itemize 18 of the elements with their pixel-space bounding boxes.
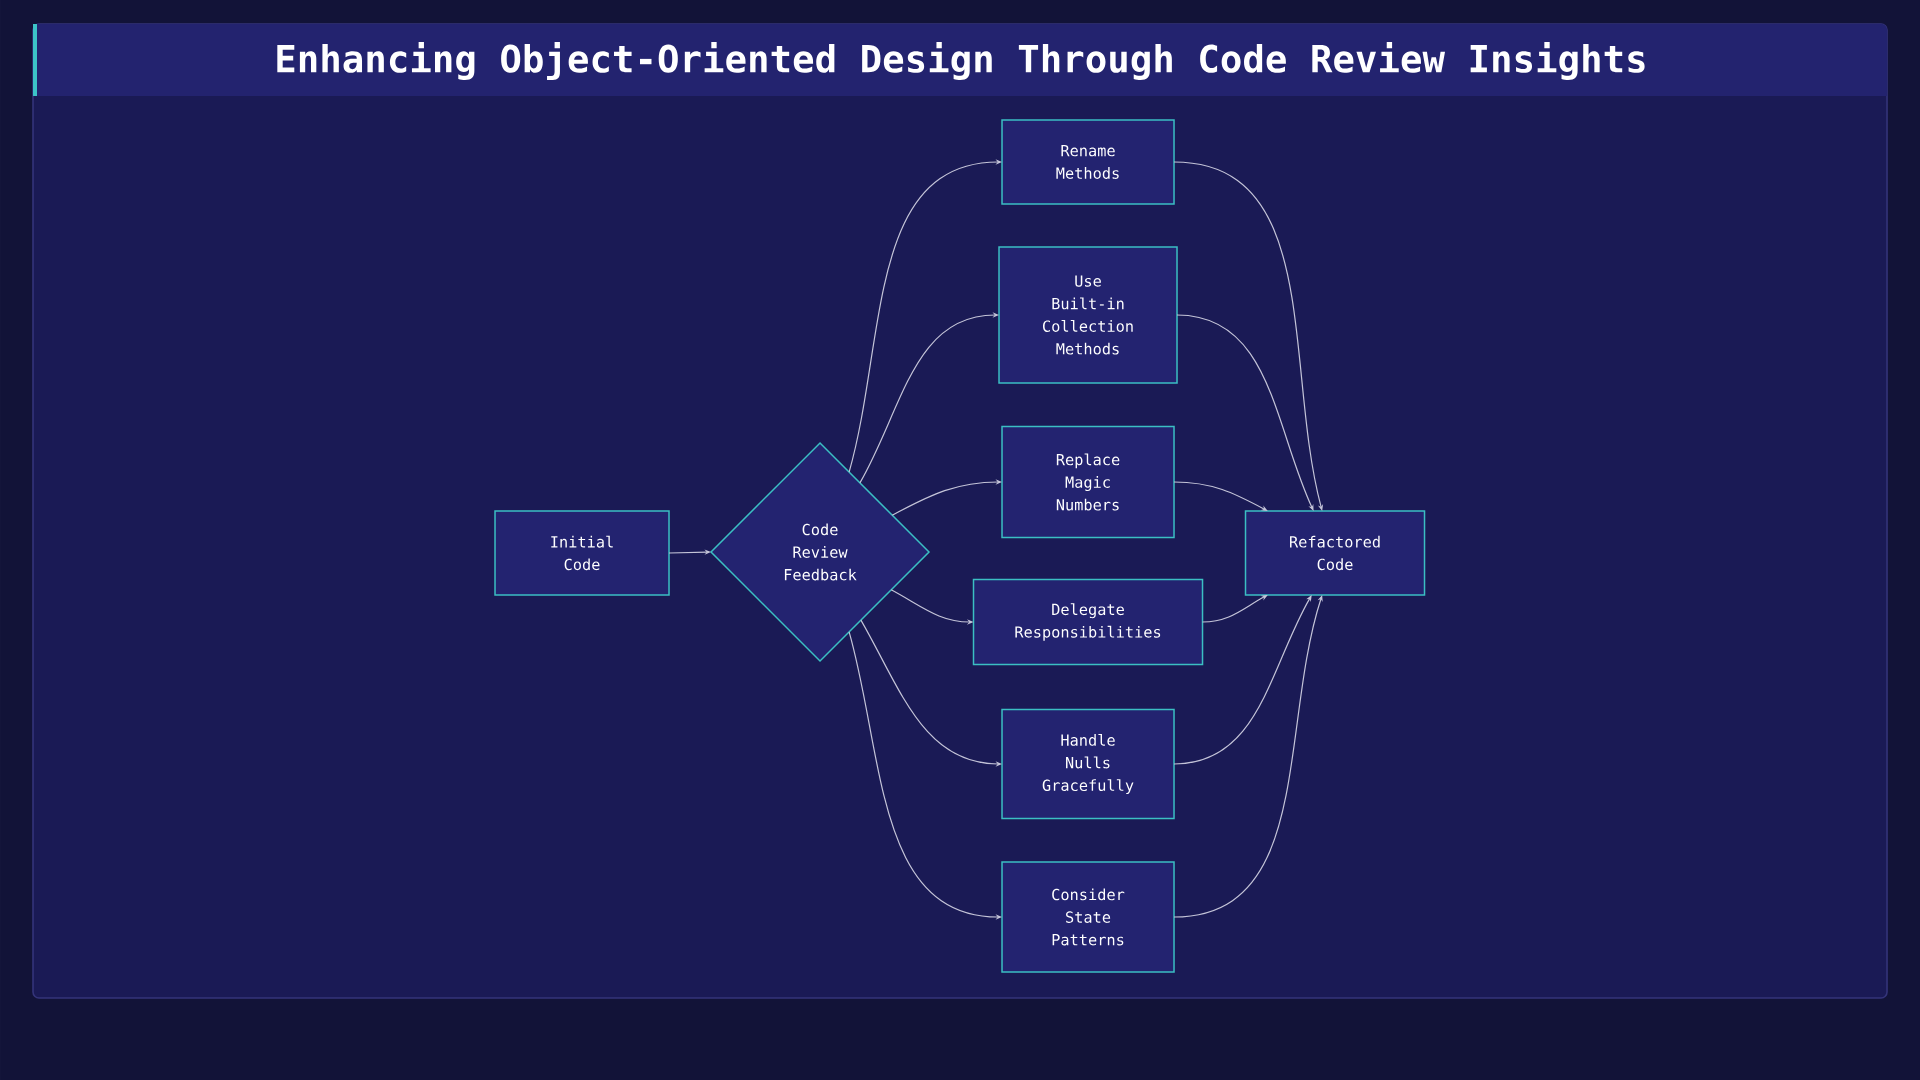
arrow: [1173, 595, 1323, 918]
process-box: Use Built-in Collection Methods: [998, 246, 1178, 384]
process-box: Rename Methods: [1001, 119, 1175, 205]
process-box: Replace Magic Numbers: [1001, 425, 1175, 539]
arrow: [1173, 595, 1312, 765]
title: Enhancing Object-Oriented Design Through Code Review Insights: [277, 41, 1645, 81]
process-box: Initial Code: [494, 510, 670, 596]
arrow: [891, 479, 1002, 516]
arrow: [1201, 595, 1268, 623]
process-box: Refactored Code: [1244, 510, 1426, 596]
arrow: [1173, 161, 1324, 511]
arrow: [848, 159, 1002, 473]
process-box: Handle Nulls Gracefully: [1001, 708, 1175, 820]
process-box: Delegate Responsibilities: [972, 578, 1204, 666]
arrow: [859, 312, 999, 484]
arrow: [1173, 481, 1268, 511]
process-box: Consider State Patterns: [1001, 861, 1175, 973]
arrow: [1176, 314, 1314, 511]
